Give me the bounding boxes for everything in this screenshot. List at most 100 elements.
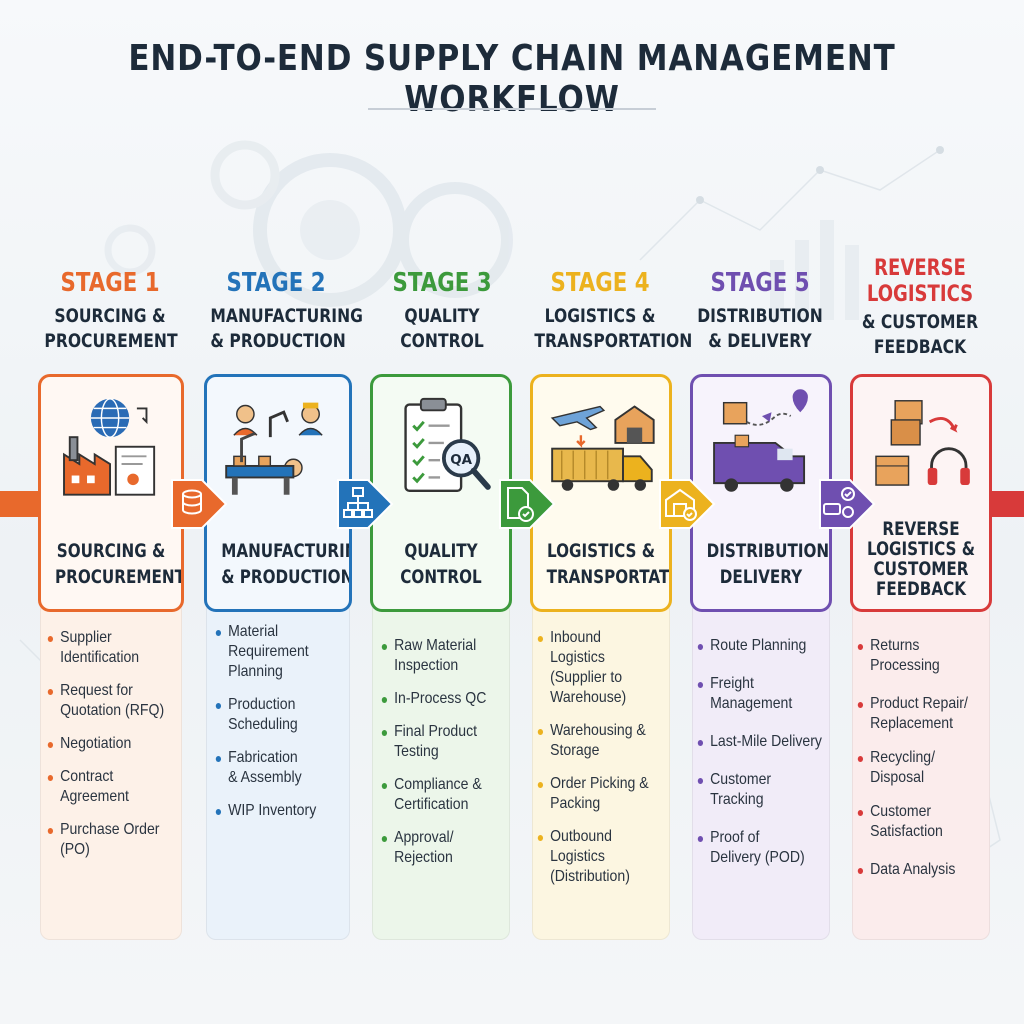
assembly-line-icon bbox=[225, 402, 323, 495]
stage-2-name-line-1: MANUFACTURING bbox=[210, 305, 363, 327]
list-item: WIP Inventory bbox=[214, 801, 346, 821]
list-item: Last-Mile Delivery bbox=[696, 732, 828, 752]
list-item: Route Planning bbox=[696, 636, 828, 656]
connector-arrow-1 bbox=[171, 479, 228, 529]
delivery-van-icon bbox=[713, 389, 808, 492]
stage-2-card-title-line-2: & PRODUCTION bbox=[221, 566, 352, 588]
title-divider bbox=[368, 108, 656, 110]
stage-5-list-panel bbox=[692, 600, 830, 940]
stage-5-header: STAGE 5 DISTRIBUTION & DELIVERY bbox=[680, 268, 840, 354]
stage-4-list-panel bbox=[532, 600, 670, 940]
stage-6-header: REVERSE LOGISTICS & CUSTOMER FEEDBACK bbox=[840, 256, 1000, 360]
stage-1-item-list: Supplier Identification Request for Quot… bbox=[46, 628, 196, 873]
stage-6-list-panel bbox=[852, 600, 990, 940]
stage-1-header: STAGE 1 SOURCING & PROCUREMENT bbox=[30, 268, 190, 354]
stage-2-card: MANUFACTURING & PRODUCTION bbox=[204, 374, 352, 612]
list-item: Data Analysis bbox=[856, 860, 988, 880]
stage-2-name-line-2: & PRODUCTION bbox=[210, 330, 346, 352]
factory-document-icon bbox=[63, 398, 156, 496]
stage-1-name-line-1: SOURCING & bbox=[54, 305, 166, 327]
stage-4-name-line-2: TRANSPORTATION bbox=[534, 330, 693, 352]
stage-3-item-list: Raw Material Inspection In-Process QC Fi… bbox=[380, 636, 530, 881]
returns-headset-icon bbox=[875, 400, 970, 486]
stage-2-card-title-line-1: MANUFACTURING bbox=[221, 540, 349, 562]
stage-2-label: STAGE 2 bbox=[226, 268, 326, 298]
stage-4-name-line-1: LOGISTICS & bbox=[544, 305, 656, 327]
stage-2-item-list: Material Requirement Planning Production… bbox=[214, 622, 364, 834]
list-item: Negotiation bbox=[46, 734, 178, 754]
warehouse-check-icon bbox=[665, 488, 697, 521]
stage-1-card: SOURCING & PROCUREMENT bbox=[38, 374, 184, 612]
stage-6-label-line-2: LOGISTICS bbox=[866, 282, 974, 307]
list-item: Product Repair/ Replacement bbox=[856, 694, 970, 734]
list-item: Freight Management bbox=[696, 674, 792, 714]
list-item: Customer Tracking bbox=[696, 770, 828, 810]
stage-6-item-list: Returns Processing Product Repair/ Repla… bbox=[856, 636, 1006, 893]
list-item: In-Process QC bbox=[380, 689, 512, 709]
list-item: Final Product Testing bbox=[380, 722, 486, 762]
chat-check-icon bbox=[823, 487, 855, 518]
list-item: Approval/ Rejection bbox=[380, 828, 468, 868]
stage-3-list-panel bbox=[372, 600, 510, 940]
org-chart-icon bbox=[343, 487, 373, 518]
stage-1-list-panel bbox=[40, 600, 182, 940]
stage-5-label: STAGE 5 bbox=[710, 268, 810, 298]
stage-1-card-title-line-2: PROCUREMENT bbox=[55, 566, 184, 588]
stage-4-card: LOGISTICS & TRANSPORTATION bbox=[530, 374, 672, 612]
stage-6-card-title-line-4: FEEDBACK bbox=[875, 578, 967, 600]
stage-3-name-line-2: CONTROL bbox=[400, 330, 484, 352]
list-item: Purchase Order (PO) bbox=[46, 820, 178, 860]
list-item: Supplier Identification bbox=[46, 628, 178, 668]
list-item: Material Requirement Planning bbox=[214, 622, 311, 682]
list-item: Compliance & Certification bbox=[380, 775, 486, 815]
stage-1-card-title-line-1: SOURCING & bbox=[56, 540, 166, 562]
qa-magnifier-text: QA bbox=[450, 453, 472, 468]
stage-2-list-panel bbox=[206, 600, 350, 940]
truck-plane-warehouse-icon bbox=[550, 405, 655, 491]
list-item: Warehousing & Storage bbox=[536, 721, 650, 761]
stage-5-item-list: Route Planning Freight Management Last-M… bbox=[696, 636, 846, 881]
stage-4-label: STAGE 4 bbox=[550, 268, 650, 298]
stage-3-card-title-line-1: QUALITY bbox=[404, 540, 478, 562]
stage-3-label: STAGE 3 bbox=[392, 268, 492, 298]
stage-3-card-title-line-2: CONTROL bbox=[400, 566, 482, 588]
connector-arrow-5 bbox=[819, 479, 876, 529]
stage-5-card-title-line-2: DELIVERY bbox=[719, 566, 803, 588]
connector-arrow-3 bbox=[499, 479, 556, 529]
database-stack-icon bbox=[182, 489, 202, 515]
connector-arrow-2 bbox=[337, 479, 394, 529]
stage-1-label: STAGE 1 bbox=[60, 268, 160, 298]
list-item: Inbound Logistics (Supplier to Warehouse… bbox=[536, 628, 659, 708]
stage-6-card-title-line-2: LOGISTICS & bbox=[866, 538, 976, 560]
list-item: Request for Quotation (RFQ) bbox=[46, 681, 178, 721]
stage-5-name-line-2: & DELIVERY bbox=[708, 330, 812, 352]
stage-3-card: QA QUALITY CONTROL bbox=[370, 374, 512, 612]
list-item: Fabrication & Assembly bbox=[214, 748, 311, 788]
list-item: Contract Agreement bbox=[46, 767, 178, 807]
stage-5-name-line-1: DISTRIBUTION bbox=[697, 305, 823, 327]
list-item: Returns Processing bbox=[856, 636, 988, 676]
document-check-icon bbox=[507, 487, 534, 522]
stage-4-item-list: Inbound Logistics (Supplier to Warehouse… bbox=[536, 628, 676, 900]
page-title: END-TO-END SUPPLY CHAIN MANAGEMENT WORKF… bbox=[128, 38, 896, 120]
stage-6-name-line-1: & CUSTOMER bbox=[861, 311, 979, 333]
stage-3-header: STAGE 3 QUALITY CONTROL bbox=[362, 268, 522, 354]
stage-4-header: STAGE 4 LOGISTICS & TRANSPORTATION bbox=[520, 268, 693, 354]
stage-3-name-line-1: QUALITY bbox=[404, 305, 480, 327]
stage-6-card-title-line-3: CUSTOMER bbox=[873, 558, 969, 580]
list-item: Proof of Delivery (POD) bbox=[696, 828, 810, 868]
stage-6-card-title-line-1: REVERSE bbox=[882, 518, 960, 540]
stage-4-card-title-line-2: TRANSPORTATION bbox=[546, 566, 670, 588]
list-item: Order Picking & Packing bbox=[536, 774, 650, 814]
connector-arrow-4 bbox=[659, 479, 716, 529]
list-item: Raw Material Inspection bbox=[380, 636, 486, 676]
stage-2-header: STAGE 2 MANUFACTURING & PRODUCTION bbox=[196, 268, 363, 354]
list-item: Recycling/ Disposal bbox=[856, 748, 944, 788]
stage-6-label-line-1: REVERSE bbox=[874, 256, 966, 281]
stage-5-card-title-line-1: DISTRIBUTION & bbox=[706, 540, 830, 562]
list-item: Outbound Logistics (Distribution) bbox=[536, 827, 633, 887]
list-item: Customer Satisfaction bbox=[856, 802, 953, 842]
list-item: Production Scheduling bbox=[214, 695, 311, 735]
stage-4-card-title-line-1: LOGISTICS & bbox=[546, 540, 656, 562]
stage-6-name-line-2: FEEDBACK bbox=[873, 336, 967, 358]
